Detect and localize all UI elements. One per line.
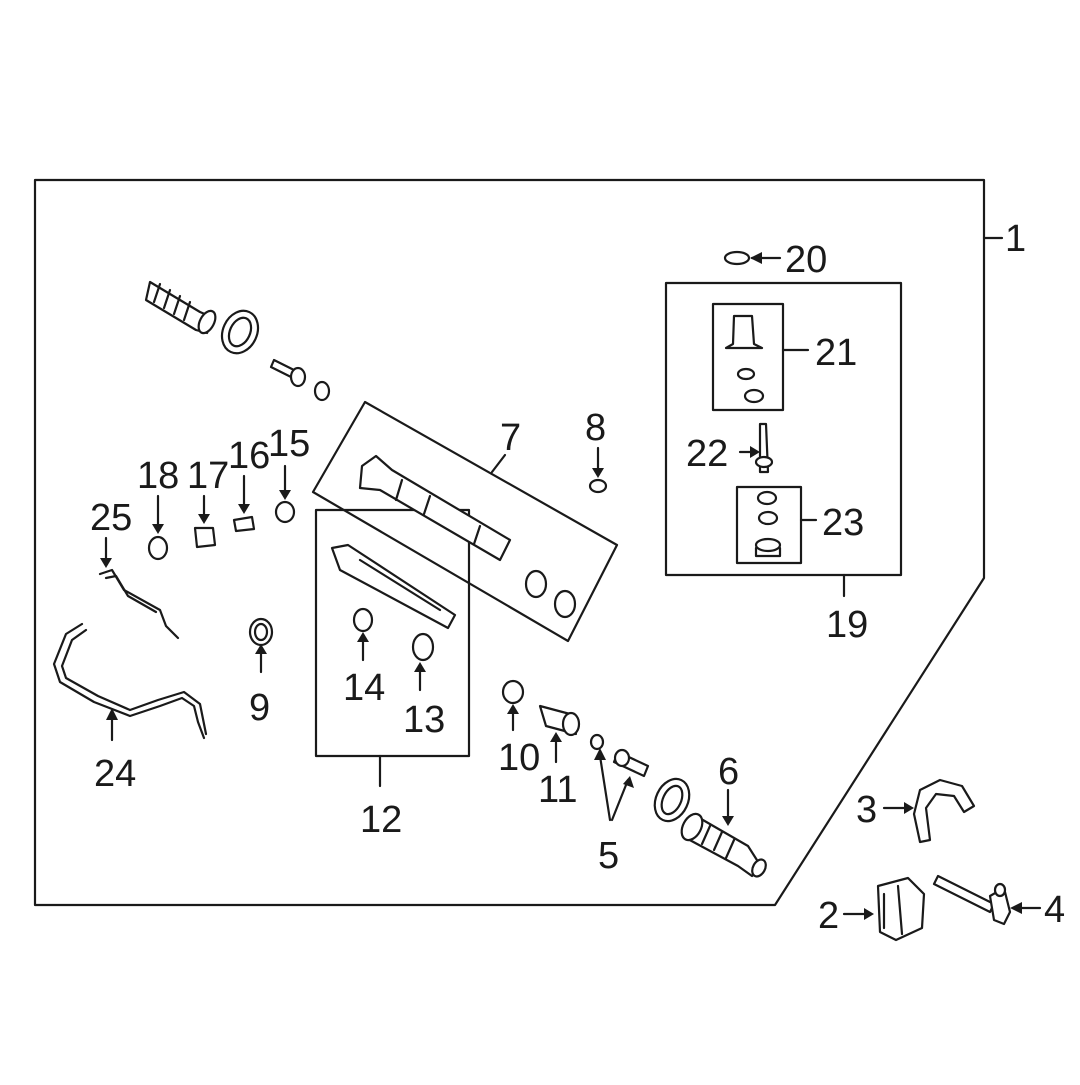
callout-14: 14 — [343, 667, 385, 709]
callout-5-leader-b — [610, 778, 630, 822]
callout-17-arrow — [198, 514, 210, 524]
callout-9: 9 — [249, 687, 270, 729]
callout-20-arrow — [750, 252, 762, 264]
rack-boot-right — [680, 812, 767, 878]
group-21-box — [711, 302, 785, 412]
boot-clamp-left — [220, 309, 260, 355]
callout-8-arrow — [592, 468, 604, 478]
callout-13-arrow — [414, 662, 426, 672]
valve-stem-22 — [754, 422, 774, 474]
callout-7: 7 — [500, 417, 521, 459]
callout-2-arrow — [864, 908, 874, 920]
callout-2: 2 — [818, 895, 839, 937]
cap-20 — [723, 250, 751, 266]
callout-24-arrow — [106, 708, 118, 720]
o-ring-9-inner — [253, 622, 269, 642]
return-line-24-b — [60, 628, 208, 736]
mount-bushing-2 — [876, 876, 926, 942]
nut-5 — [589, 733, 605, 751]
callout-5-leader-a — [598, 754, 612, 822]
callout-23: 23 — [822, 502, 864, 544]
washer-18 — [147, 535, 169, 561]
assembly-outline — [33, 178, 986, 907]
nut-8 — [588, 478, 608, 494]
callout-8: 8 — [585, 407, 606, 449]
callout-5-arrow-b — [623, 776, 634, 788]
callout-7-leader — [490, 453, 507, 474]
clamp-bracket-3 — [912, 778, 976, 844]
callout-1: 1 — [1005, 218, 1026, 260]
callout-4-arrow — [1010, 902, 1022, 914]
callout-11: 11 — [538, 769, 577, 811]
bushing-17 — [193, 526, 217, 549]
callout-11-arrow — [550, 732, 562, 742]
callout-4: 4 — [1044, 889, 1065, 931]
callout-9-arrow — [255, 644, 267, 654]
outer-tie-rod-4 — [932, 874, 1012, 926]
seal-13 — [411, 632, 435, 662]
callout-22: 22 — [686, 433, 728, 475]
nut-15 — [274, 500, 296, 524]
callout-16: 16 — [228, 435, 270, 477]
pressure-line-25-b — [104, 574, 158, 614]
callout-13: 13 — [403, 699, 445, 741]
pressure-line-25 — [98, 568, 180, 640]
callout-24: 24 — [94, 753, 136, 795]
callout-10-arrow — [507, 704, 519, 714]
pinion-housing — [358, 454, 577, 619]
inner-tie-rod-left — [269, 358, 331, 402]
callout-6: 6 — [718, 751, 739, 793]
boot-clamp-right-inner — [660, 784, 684, 816]
valve-parts-23 — [754, 490, 782, 558]
callout-20: 20 — [785, 239, 827, 281]
callout-5-arrow-a — [594, 748, 606, 760]
inner-tie-rod-5-end — [613, 748, 631, 768]
callout-6-arrow — [722, 816, 734, 826]
callout-14-arrow — [357, 632, 369, 642]
callout-5: 5 — [598, 835, 619, 877]
bushing-10 — [501, 679, 525, 705]
pinion-shaft — [330, 543, 457, 630]
callout-15-arrow — [279, 490, 291, 500]
callout-17: 17 — [187, 455, 229, 497]
group-12-box — [314, 508, 471, 758]
callout-16-arrow — [238, 504, 250, 514]
valve-parts-21 — [724, 314, 765, 404]
callout-12: 12 — [360, 799, 402, 841]
callout-18-arrow — [152, 524, 164, 534]
rack-boot-left — [144, 280, 217, 335]
callout-19: 19 — [826, 604, 868, 646]
group-7-box — [311, 400, 619, 643]
group-23-box — [735, 485, 803, 565]
callout-10: 10 — [498, 737, 540, 779]
callout-18: 18 — [137, 455, 179, 497]
callout-25-arrow — [100, 558, 112, 568]
spring-16 — [232, 515, 256, 533]
callout-21: 21 — [815, 332, 857, 374]
group-19-box — [664, 281, 903, 577]
callout-22-arrow — [750, 446, 760, 458]
plug-11-end — [561, 711, 581, 737]
callout-3: 3 — [856, 789, 877, 831]
callout-25: 25 — [90, 497, 132, 539]
callout-15: 15 — [268, 423, 310, 465]
o-ring-14 — [352, 607, 374, 633]
callout-3-arrow — [904, 802, 914, 814]
return-line-24 — [52, 622, 206, 740]
